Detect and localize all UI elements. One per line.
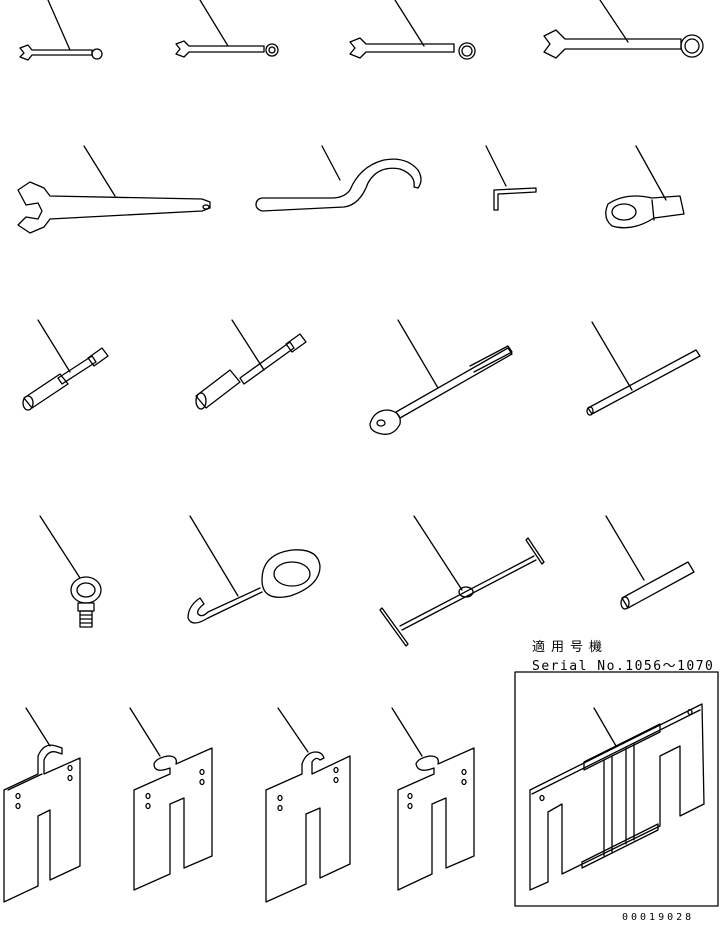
serial-number-label: Serial No.1056～1070 xyxy=(532,659,715,674)
shim-4 xyxy=(391,707,475,891)
combination-wrench-large xyxy=(349,0,476,60)
pin xyxy=(605,515,695,610)
shim-3 xyxy=(265,707,351,903)
drawing-number: 00019028 xyxy=(622,912,695,923)
open-end-spanner xyxy=(17,145,211,234)
hex-key xyxy=(485,145,537,211)
t-handle xyxy=(379,515,545,647)
hook xyxy=(187,515,321,624)
combination-wrench-medium xyxy=(175,0,279,58)
combination-wrench-xlarge xyxy=(543,0,704,59)
bar xyxy=(586,321,701,416)
ratchet-handle xyxy=(369,319,513,435)
combination-wrench-small xyxy=(19,0,103,61)
hook-spanner xyxy=(255,145,422,212)
shim-1 xyxy=(3,707,81,903)
shim-2 xyxy=(129,707,213,891)
applicable-note-label: 適用号機 xyxy=(532,640,609,655)
socket-wrench-2 xyxy=(195,319,307,410)
eye-bolt xyxy=(39,515,102,628)
socket-wrench-1 xyxy=(22,319,109,411)
serial-detail-frame xyxy=(514,671,719,907)
shim-5-assembly xyxy=(529,703,705,891)
ring-wrench xyxy=(605,145,685,229)
